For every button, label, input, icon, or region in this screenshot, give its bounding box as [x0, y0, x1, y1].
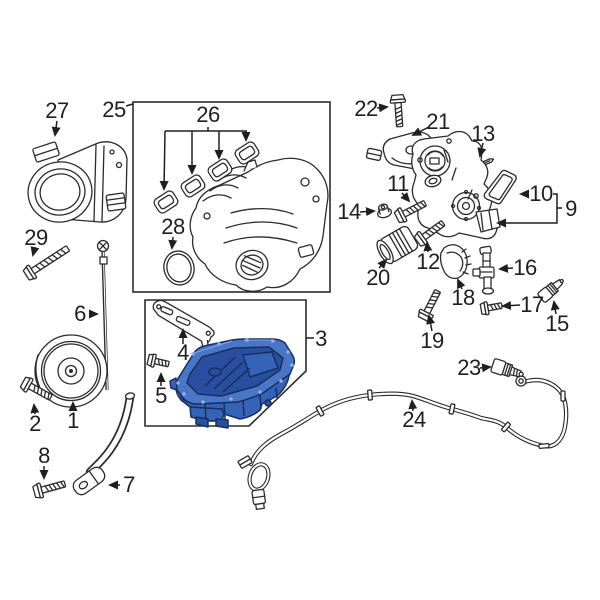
part-oil-pan-highlighted[interactable] — [169, 338, 296, 429]
part-oil-filter-20 — [376, 225, 419, 265]
part-throttle-body — [27, 141, 128, 223]
part-bolt-22 — [389, 93, 408, 128]
part-gasket-10 — [483, 169, 517, 205]
oil-pan-group-box — [144, 299, 307, 427]
part-bolt-19 — [416, 286, 446, 324]
part-gasket-26a — [151, 188, 181, 216]
callout-24[interactable]: 24 — [402, 407, 426, 432]
callout-27[interactable]: 27 — [45, 98, 69, 123]
part-intake-manifold — [189, 157, 329, 292]
callout-17[interactable]: 17 — [520, 292, 544, 317]
leader-lines — [30, 103, 562, 490]
part-crankshaft-pulley — [34, 334, 108, 408]
part-bolt-8 — [31, 475, 68, 500]
part-sensor-15 — [537, 278, 564, 303]
callout-28[interactable]: 28 — [161, 214, 185, 239]
callout-18[interactable]: 18 — [451, 285, 475, 310]
callout-29[interactable]: 29 — [24, 225, 48, 250]
callout-13[interactable]: 13 — [471, 121, 495, 146]
part-bolt-5 — [146, 352, 171, 372]
part-bolt-17 — [479, 298, 504, 317]
callout-7[interactable]: 7 — [123, 472, 135, 497]
part-harness-24 — [237, 375, 569, 511]
callout-26[interactable]: 26 — [196, 102, 220, 127]
callout-14[interactable]: 14 — [337, 199, 361, 224]
part-nut-14 — [377, 203, 393, 219]
callout-1[interactable]: 1 — [67, 408, 79, 433]
callout-3[interactable]: 3 — [315, 326, 327, 351]
callout-10[interactable]: 10 — [529, 181, 553, 206]
callout-12[interactable]: 12 — [416, 249, 440, 274]
callout-20[interactable]: 20 — [366, 265, 390, 290]
callout-8[interactable]: 8 — [38, 443, 50, 468]
part-timing-cover-assembly — [411, 130, 501, 240]
intake-group-box — [132, 101, 331, 293]
callout-9[interactable]: 9 — [565, 196, 577, 221]
part-oring-28 — [163, 250, 195, 286]
callout-16[interactable]: 16 — [513, 255, 537, 280]
callout-21[interactable]: 21 — [426, 109, 450, 134]
callout-6[interactable]: 6 — [74, 301, 86, 326]
callout-22[interactable]: 22 — [354, 96, 378, 121]
callout-11[interactable]: 11 — [387, 171, 409, 196]
part-gasket-26c — [205, 156, 235, 184]
part-sensor-23 — [490, 358, 524, 378]
callout-15[interactable]: 15 — [545, 311, 569, 336]
part-deflector-18 — [439, 244, 472, 280]
callout-19[interactable]: 19 — [420, 328, 444, 353]
callout-2[interactable]: 2 — [29, 411, 41, 436]
callout-5[interactable]: 5 — [155, 383, 167, 408]
part-dipstick-tube — [72, 392, 136, 496]
part-gasket-26d — [232, 139, 262, 167]
part-tube-fitting-16 — [472, 245, 495, 295]
callout-4[interactable]: 4 — [177, 340, 189, 365]
callout-25[interactable]: 25 — [102, 97, 126, 122]
callout-23[interactable]: 23 — [457, 355, 481, 380]
